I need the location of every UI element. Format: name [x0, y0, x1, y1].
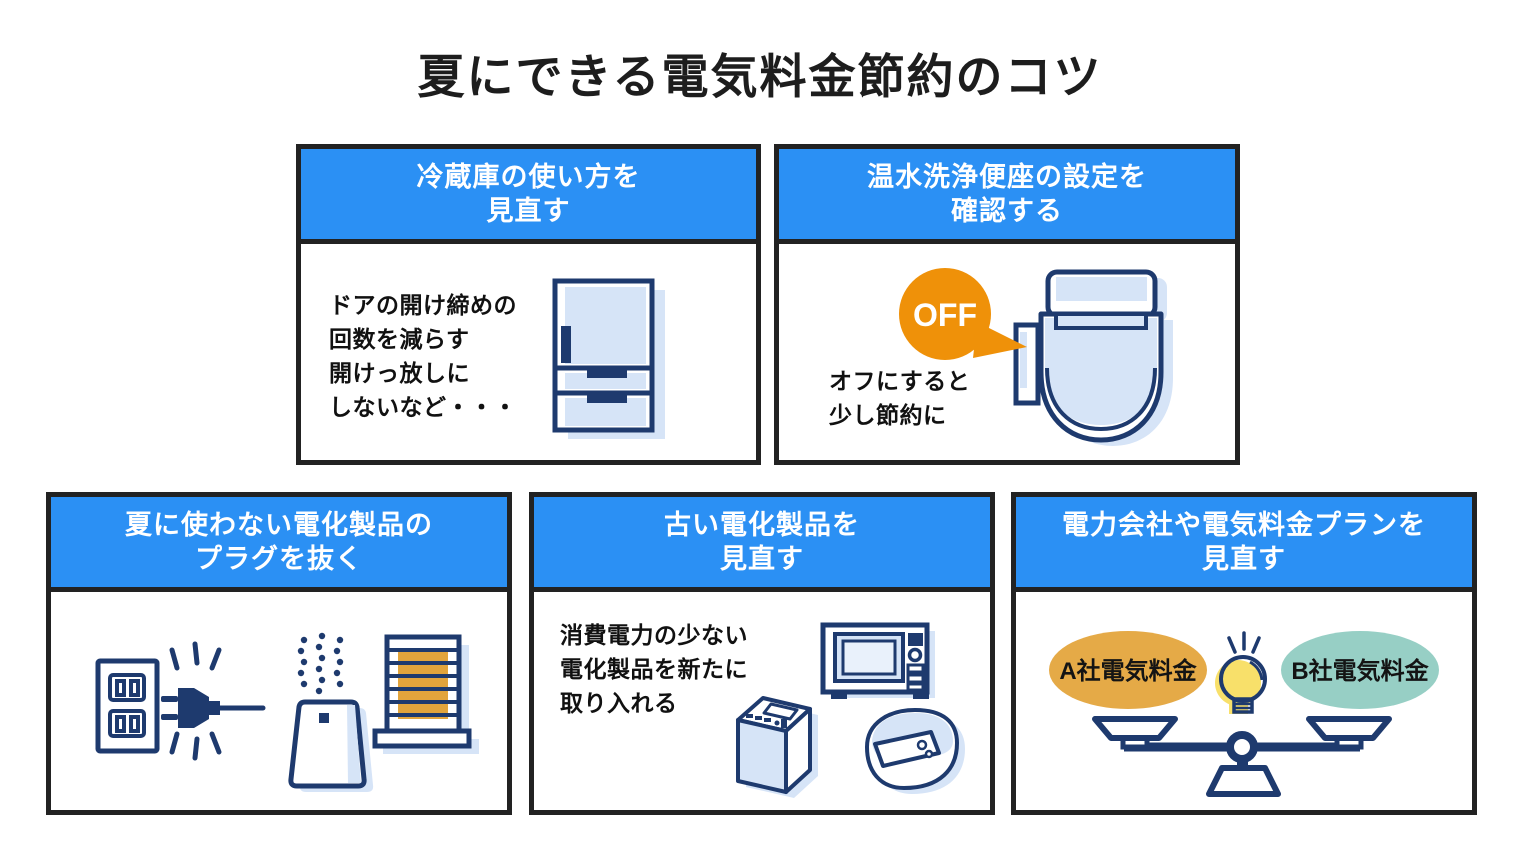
card-header-unplug: 夏に使わない電化製品の プラグを抜く: [51, 497, 507, 592]
company-b-bubble: [1281, 631, 1439, 709]
company-a-bubble: [1049, 631, 1207, 709]
page-title: 夏にできる電気料金節約のコツ: [417, 50, 1103, 103]
card-header-refrigerator: 冷蔵庫の使い方を 見直す: [301, 149, 756, 244]
outlet-icon: [95, 658, 160, 754]
washing-machine-icon: [736, 696, 818, 798]
card-body-electricity-plans: A社電気料金 B社電気料金: [1016, 592, 1472, 810]
card-body-unplug: [51, 592, 507, 810]
refrigerator-icon: [552, 278, 665, 439]
heater-icon: [372, 634, 479, 754]
plug-icon: [161, 641, 266, 761]
toilet-seat-icon: [1013, 269, 1173, 446]
unplug-spark-lines: [169, 641, 222, 761]
refrigerator-tips-text: ドアの開け締めの 回数を減らす 開けっ放しに しないなど・・・: [329, 292, 517, 420]
old-appliances-text: 消費電力の少ない 電化製品を新たに 取り入れる: [560, 622, 748, 716]
company-b-label: B社電気料金: [1291, 657, 1429, 685]
card-header-toilet-seat: 温水洗浄便座の設定を 確認する: [779, 149, 1235, 244]
balance-scale-icon: [1092, 716, 1392, 797]
unplug-illustration: [95, 632, 479, 792]
off-badge: OFF: [899, 268, 1027, 360]
toilet-seat-illustration: OFF: [899, 268, 1173, 446]
card-body-refrigerator: ドアの開け締めの 回数を減らす 開けっ放しに しないなど・・・: [301, 244, 756, 460]
plans-illustration: A社電気料金 B社電気料金: [1049, 631, 1439, 797]
rice-cooker-icon: [864, 707, 965, 794]
card-body-old-appliances: 消費電力の少ない 電化製品を新たに 取り入れる: [534, 592, 990, 810]
card-toilet-seat: 温水洗浄便座の設定を 確認する: [774, 144, 1240, 465]
humidifier-icon: [288, 632, 374, 792]
steam-dots: [297, 632, 344, 695]
lightbulb-icon: [1215, 631, 1267, 714]
toilet-tip-text: オフにすると 少し節約に: [829, 368, 971, 428]
company-a-label: A社電気料金: [1059, 657, 1197, 685]
card-refrigerator: 冷蔵庫の使い方を 見直す ドアの開け締めの 回数を減らす 開けっ放しに しないな…: [296, 144, 761, 465]
card-electricity-plans: 電力会社や電気料金プランを 見直す A社電気料金 B社電気料金: [1011, 492, 1477, 815]
off-badge-label: OFF: [913, 297, 977, 333]
card-body-toilet-seat: OFF オフにすると 少し節約に: [779, 244, 1235, 460]
card-old-appliances: 古い電化製品を 見直す 消費電力の少ない 電化製品を新たに 取り入れる: [529, 492, 995, 815]
microwave-icon: [820, 622, 935, 699]
card-header-old-appliances: 古い電化製品を 見直す: [534, 497, 990, 592]
card-header-electricity-plans: 電力会社や電気料金プランを 見直す: [1016, 497, 1472, 592]
appliances-illustration: [736, 622, 965, 798]
card-unplug: 夏に使わない電化製品の プラグを抜く: [46, 492, 512, 815]
